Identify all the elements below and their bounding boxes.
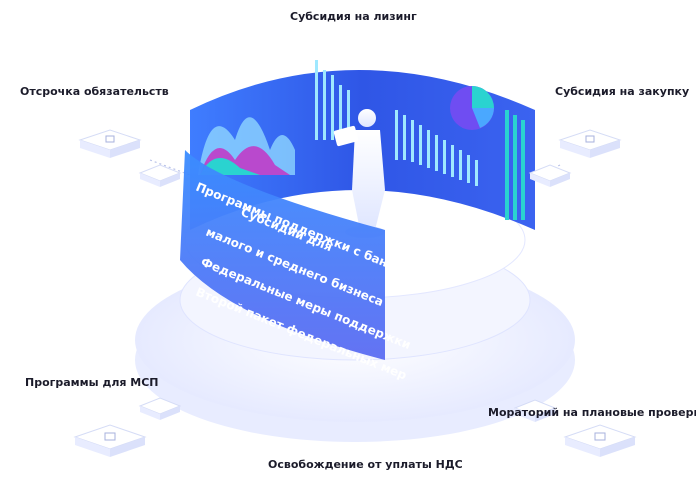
label-top-right: Субсидия на закупку [555, 85, 690, 98]
chip-icon [563, 424, 637, 457]
chip-icon [138, 397, 182, 420]
chip-icon [528, 164, 572, 187]
label-bottom-right: Мораторий на плановые проверки [488, 406, 696, 419]
label-bottom: Освобождение от уплаты НДС [268, 458, 463, 471]
chip-icon [558, 129, 622, 158]
area-chart-icon [198, 117, 295, 175]
pie-chart-icon [450, 86, 494, 130]
front-screen [180, 150, 385, 360]
chip-icon [138, 164, 182, 187]
chip-icon [73, 424, 147, 457]
bar-chart-icon [315, 60, 478, 186]
chip-icon [78, 129, 142, 158]
label-bottom-left: Программы для МСП [25, 376, 159, 389]
label-top: Субсидия на лизинг [290, 10, 417, 23]
chip-icon [513, 399, 557, 422]
label-top-left: Отсрочка обязательств [20, 85, 169, 98]
